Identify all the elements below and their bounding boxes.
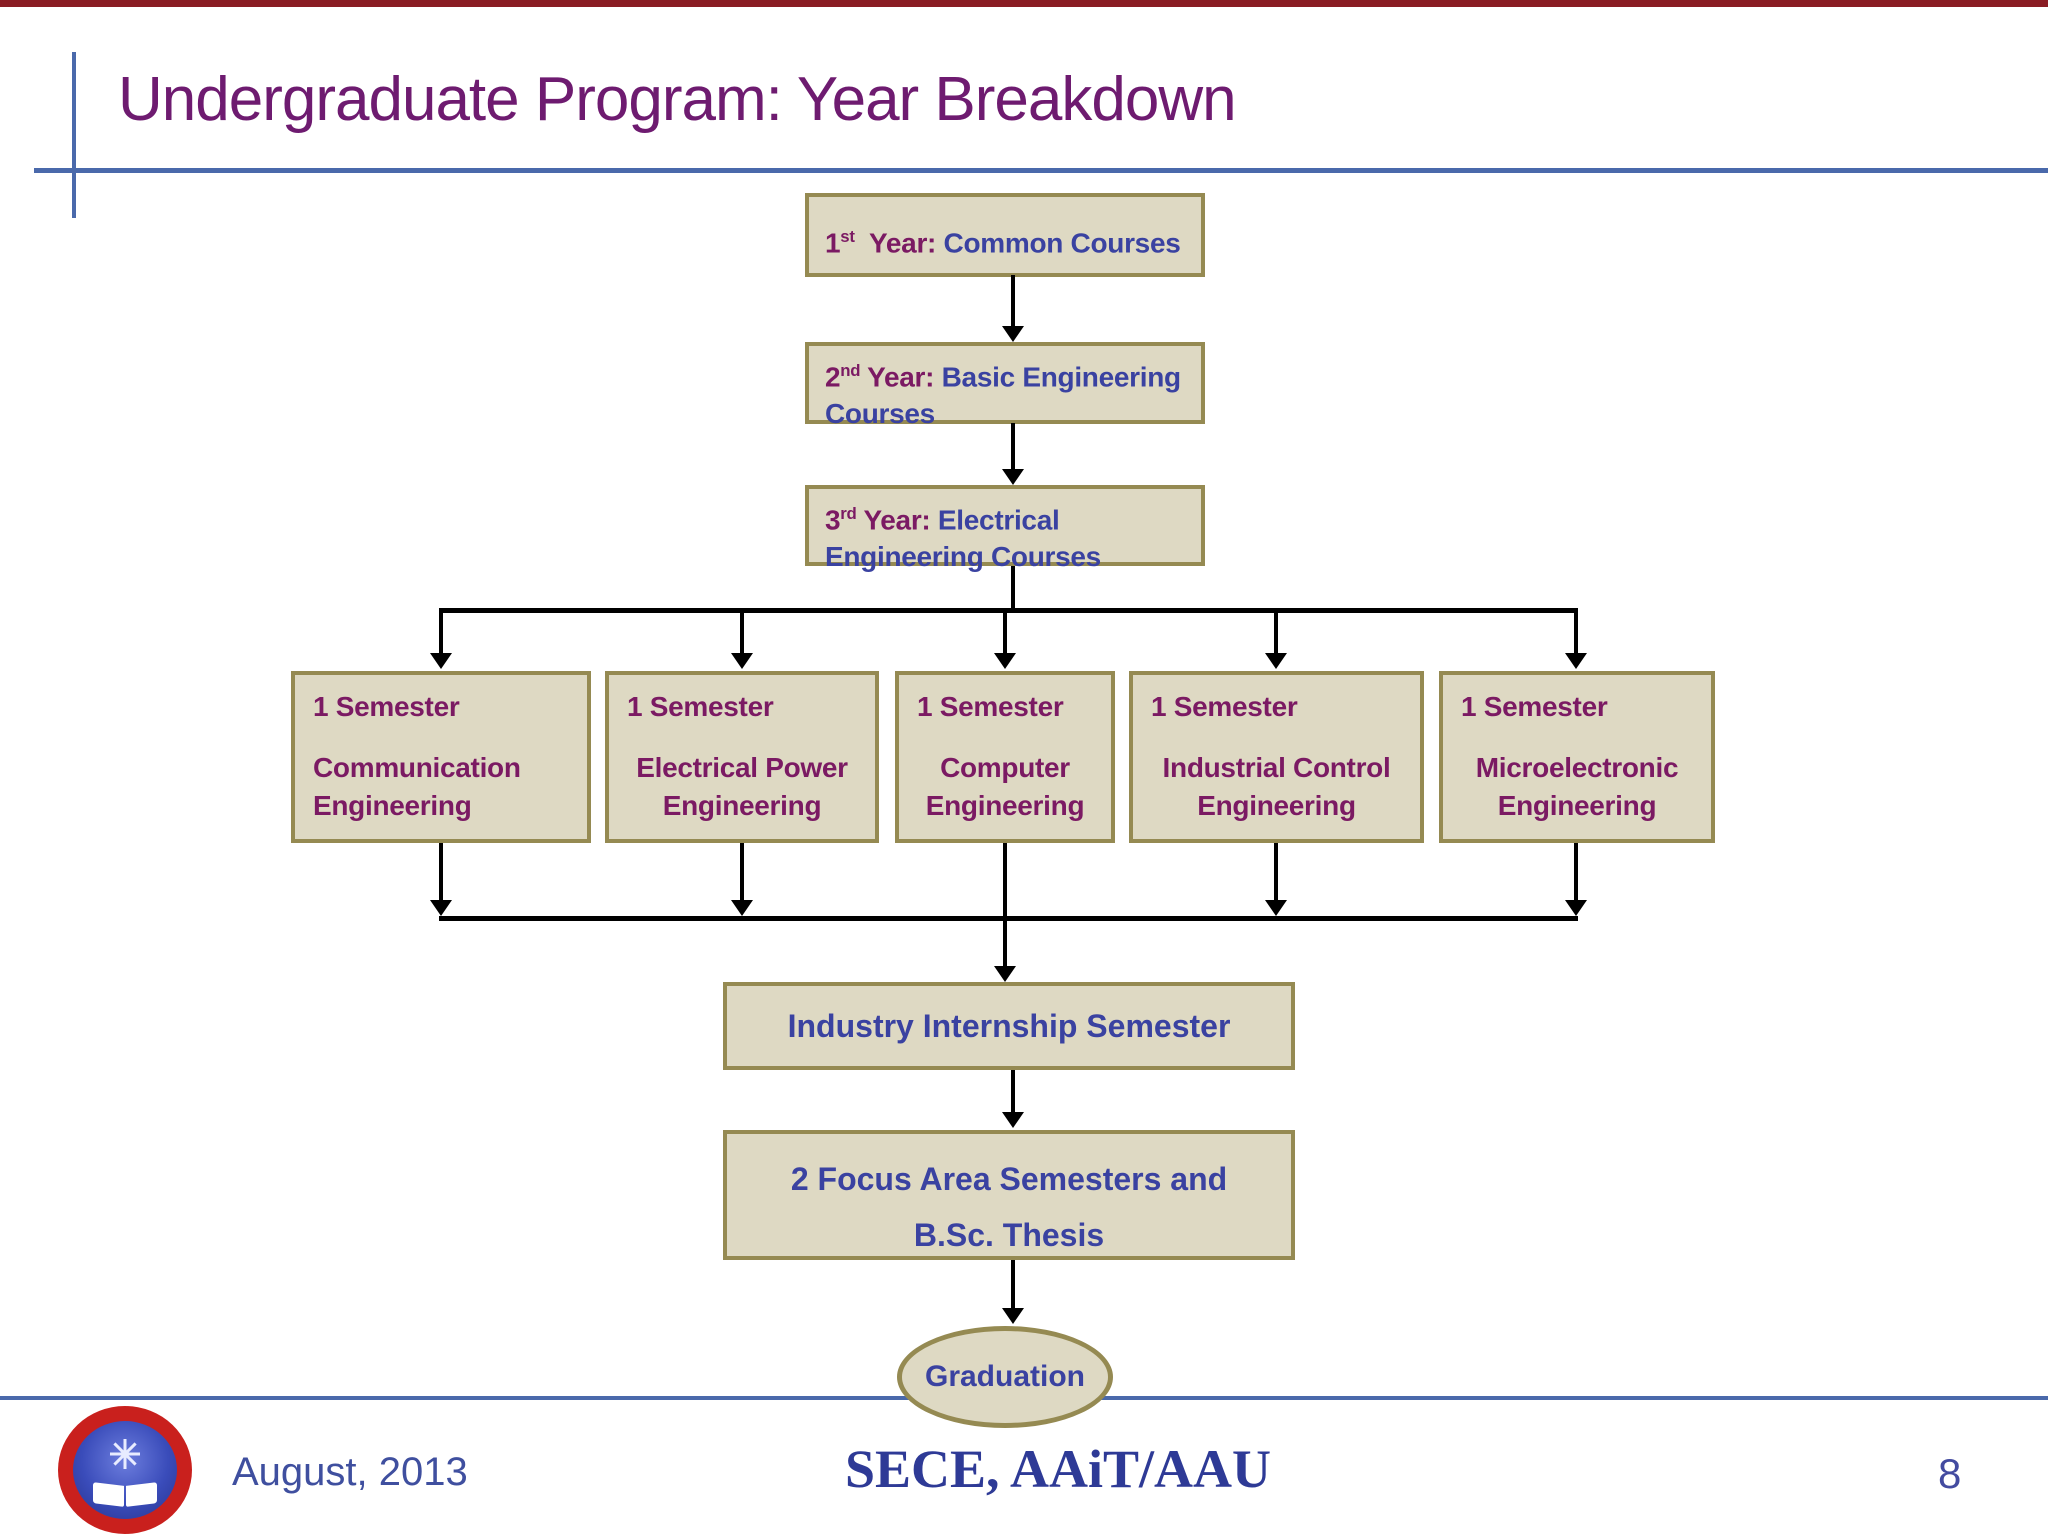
semester-heading: 1 Semester (1151, 691, 1298, 722)
exit-line (740, 843, 744, 900)
arrowhead-icon (1002, 326, 1024, 342)
star-emblem-icon (110, 1439, 140, 1470)
focus-line1: 2 Focus Area Semesters and (790, 1161, 1228, 1197)
year1-box: 1st Year: Common Courses (805, 193, 1205, 277)
branch-line (439, 608, 1578, 613)
arrowhead-icon (994, 966, 1016, 982)
semester-heading: 1 Semester (313, 691, 460, 722)
arrowhead-icon (1565, 653, 1587, 669)
arrow-year2-year3 (1011, 423, 1015, 471)
arrowhead-icon (1002, 1308, 1024, 1324)
arrowhead-icon (731, 653, 753, 669)
arrowhead-icon (1265, 653, 1287, 669)
arrowhead-icon (430, 900, 452, 916)
arrow-year1-year2 (1011, 275, 1015, 328)
semester-heading: 1 Semester (917, 691, 1064, 722)
drop-line (1003, 610, 1007, 654)
semester-heading: 1 Semester (1461, 691, 1608, 722)
exit-line (1574, 843, 1578, 900)
arrowhead-icon (994, 653, 1016, 669)
center-exit-line (1003, 843, 1007, 966)
arrowhead-icon (731, 900, 753, 916)
merge-line (439, 916, 1578, 921)
page-title: Undergraduate Program: Year Breakdown (118, 65, 1237, 134)
footer-date: August, 2013 (232, 1450, 468, 1494)
exit-line (1274, 843, 1278, 900)
exit-line (439, 843, 443, 900)
drop-line (740, 610, 744, 654)
footer-organization: SECE, AAiT/AAU (844, 1439, 1272, 1499)
title-accent-vline (72, 52, 76, 218)
drop-line (439, 610, 443, 654)
page-number: 8 (1938, 1450, 1962, 1497)
arrow-internship-focus (1011, 1070, 1015, 1114)
focus-area-box: 2 Focus Area Semesters and B.Sc. Thesis (723, 1130, 1295, 1260)
logo-globe (73, 1421, 177, 1519)
internship-box: Industry Internship Semester (723, 982, 1295, 1070)
arrowhead-icon (430, 653, 452, 669)
focus-line2: B.Sc. Thesis (913, 1217, 1105, 1253)
drop-line (1274, 610, 1278, 654)
drop-line (1574, 610, 1578, 654)
arrowhead-icon (1265, 900, 1287, 916)
internship-label: Industry Internship Semester (787, 1007, 1231, 1044)
arrow-focus-graduation (1011, 1260, 1015, 1308)
semester-heading: 1 Semester (627, 691, 774, 722)
graduation-ellipse: Graduation (897, 1326, 1113, 1428)
top-edge-stripe (0, 0, 2048, 7)
graduation-label: Graduation (924, 1360, 1085, 1393)
aau-logo (58, 1406, 192, 1534)
title-rule (34, 168, 2048, 173)
open-book-icon (92, 1480, 158, 1508)
arrowhead-icon (1565, 900, 1587, 916)
arrowhead-icon (1002, 469, 1024, 485)
branch-stub (1011, 566, 1015, 612)
arrowhead-icon (1002, 1112, 1024, 1128)
